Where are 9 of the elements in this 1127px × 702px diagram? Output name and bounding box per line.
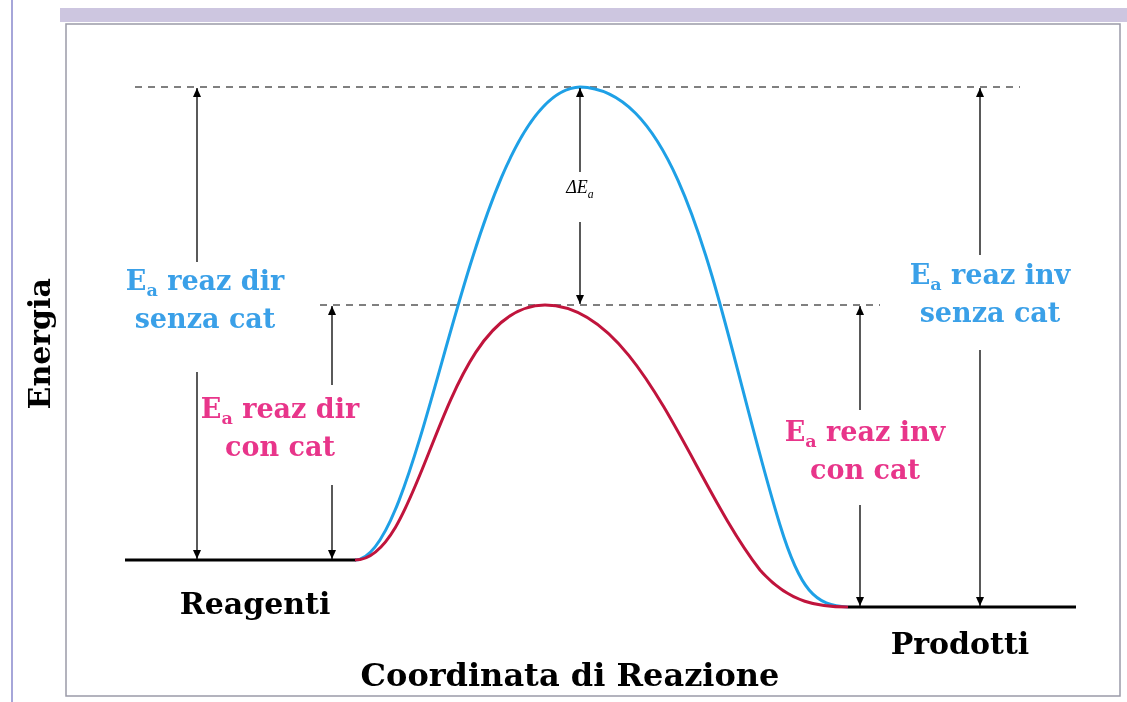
energy-label: E$_{a}$ reaz inv senza cat bbox=[908, 258, 1072, 331]
products-label: Prodotti bbox=[889, 625, 1031, 663]
energy-label: E$_{a}$ reaz inv con cat bbox=[783, 415, 947, 488]
energy-label: E$_{a}$ reaz dir senza cat bbox=[124, 264, 286, 337]
y-axis-title: Energia bbox=[21, 277, 59, 412]
energy-label: E$_{a}$ reaz dir con cat bbox=[199, 392, 361, 465]
x-axis-title: Coordinata di Reazione bbox=[359, 655, 781, 695]
reactants-label: Reagenti bbox=[178, 585, 332, 623]
delta-label: ΔE$_{a}$ bbox=[564, 176, 595, 203]
